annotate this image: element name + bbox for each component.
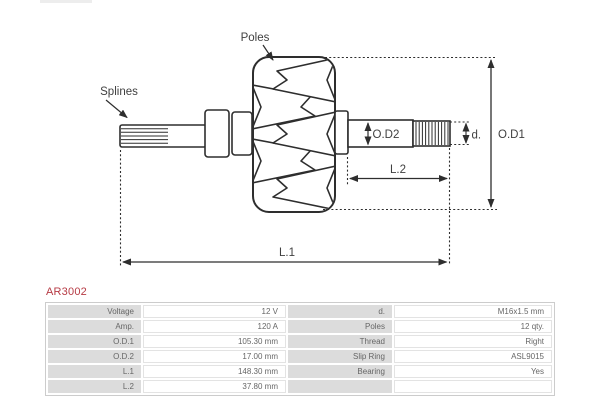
splines-label: Splines — [100, 86, 138, 98]
rotor-diagram-area: O.D2 d. O.D1 L.2 L.1 Poles Splines — [100, 32, 525, 266]
pole-claws — [254, 58, 334, 211]
dim-l1: L.1 — [119, 150, 448, 266]
rotor-dimension-diagram: O.D2 d. O.D1 L.2 L.1 Poles Splines — [100, 32, 525, 266]
spec-value: M16x1.5 mm — [394, 305, 552, 318]
dim-od1: O.D1 — [323, 56, 525, 211]
poles-callout: Poles — [241, 32, 274, 61]
spec-value: ASL9015 — [394, 350, 552, 363]
dim-od2: O.D2 — [364, 122, 400, 146]
spec-value: Yes — [394, 365, 552, 378]
spec-label: Voltage — [48, 305, 141, 318]
table-row: O.D.1 105.30 mm Thread Right — [48, 335, 552, 348]
splines-callout: Splines — [100, 86, 138, 119]
spec-value: 12 qty. — [394, 320, 552, 333]
table-row: Voltage 12 V d. M16x1.5 mm — [48, 305, 552, 318]
spec-label: d. — [288, 305, 392, 318]
l1-label: L.1 — [279, 247, 295, 259]
spec-label: Slip Ring — [288, 350, 392, 363]
spec-label: Thread — [288, 335, 392, 348]
shaft-collars — [204, 109, 253, 158]
spec-value — [394, 380, 552, 393]
spec-label: O.D.2 — [48, 350, 141, 363]
spec-table-container: Voltage 12 V d. M16x1.5 mm Amp. 120 A Po… — [45, 302, 555, 396]
table-row: Amp. 120 A Poles 12 qty. — [48, 320, 552, 333]
dim-d: d. — [450, 121, 482, 146]
spec-label — [288, 380, 392, 393]
spec-label: O.D.1 — [48, 335, 141, 348]
thread-hatching — [415, 122, 449, 145]
screen-edge-artifact — [40, 0, 92, 3]
spec-label: L.1 — [48, 365, 141, 378]
spec-value: Right — [394, 335, 552, 348]
thread-section — [412, 120, 451, 147]
spec-value: 120 A — [143, 320, 286, 333]
l2-label: L.2 — [390, 164, 406, 176]
spec-value: 17.00 mm — [143, 350, 286, 363]
spec-value: 12 V — [143, 305, 286, 318]
spec-label: Amp. — [48, 320, 141, 333]
right-shaft — [334, 110, 414, 155]
part-number-link[interactable]: AR3002 — [46, 286, 87, 298]
splined-shaft — [119, 124, 207, 148]
d-label: d. — [472, 130, 482, 142]
table-row: O.D.2 17.00 mm Slip Ring ASL9015 — [48, 350, 552, 363]
poles-label: Poles — [241, 32, 270, 44]
od1-label: O.D1 — [498, 129, 525, 141]
table-row: L.1 148.30 mm Bearing Yes — [48, 365, 552, 378]
spline-grooves — [121, 128, 168, 144]
spec-value: 105.30 mm — [143, 335, 286, 348]
spec-label: Poles — [288, 320, 392, 333]
rotor-body — [252, 56, 336, 213]
spec-label: Bearing — [288, 365, 392, 378]
spec-value: 37.80 mm — [143, 380, 286, 393]
od2-label: O.D2 — [373, 129, 400, 141]
dim-l2: L.2 — [346, 148, 451, 265]
spec-value: 148.30 mm — [143, 365, 286, 378]
spec-table: Voltage 12 V d. M16x1.5 mm Amp. 120 A Po… — [45, 302, 555, 396]
spec-label: L.2 — [48, 380, 141, 393]
table-row: L.2 37.80 mm — [48, 380, 552, 393]
